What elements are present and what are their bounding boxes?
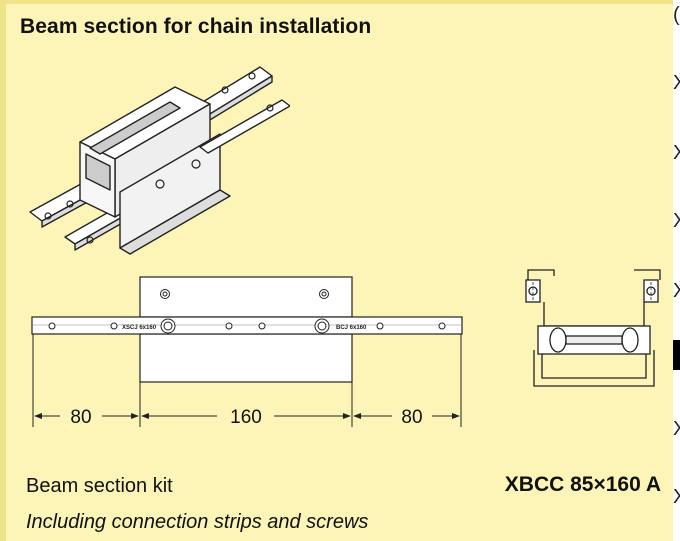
front-view-drawing: XSCJ 6x160 BCJ 6x160 80 160 80 — [31, 276, 463, 428]
adjacent-text: X — [673, 486, 680, 508]
strip-label-right: BCJ 6x160 — [336, 325, 367, 331]
strip-label-left: XSCJ 6x160 — [122, 325, 157, 331]
adjacent-divider — [673, 340, 680, 370]
adjacent-text: X — [673, 418, 680, 440]
adjacent-text: X — [673, 280, 680, 302]
cross-section-drawing — [525, 269, 661, 387]
panel-title: Beam section for chain installation — [20, 15, 372, 38]
dimension-center: 160 — [230, 407, 262, 428]
adjacent-text: X — [673, 142, 680, 164]
dimension-right: 80 — [401, 407, 422, 428]
product-note: Including connection strips and screws — [26, 511, 369, 533]
adjacent-text: ( — [673, 4, 680, 26]
adjacent-text: X — [673, 210, 680, 232]
isometric-beam-drawing — [29, 66, 290, 255]
product-code: XBCC 85×160 A — [504, 473, 661, 496]
adjacent-text: X — [673, 72, 680, 94]
dimension-left: 80 — [70, 407, 91, 428]
product-name: Beam section kit — [26, 475, 173, 497]
adjacent-column: ( X X X X X X — [673, 0, 680, 541]
